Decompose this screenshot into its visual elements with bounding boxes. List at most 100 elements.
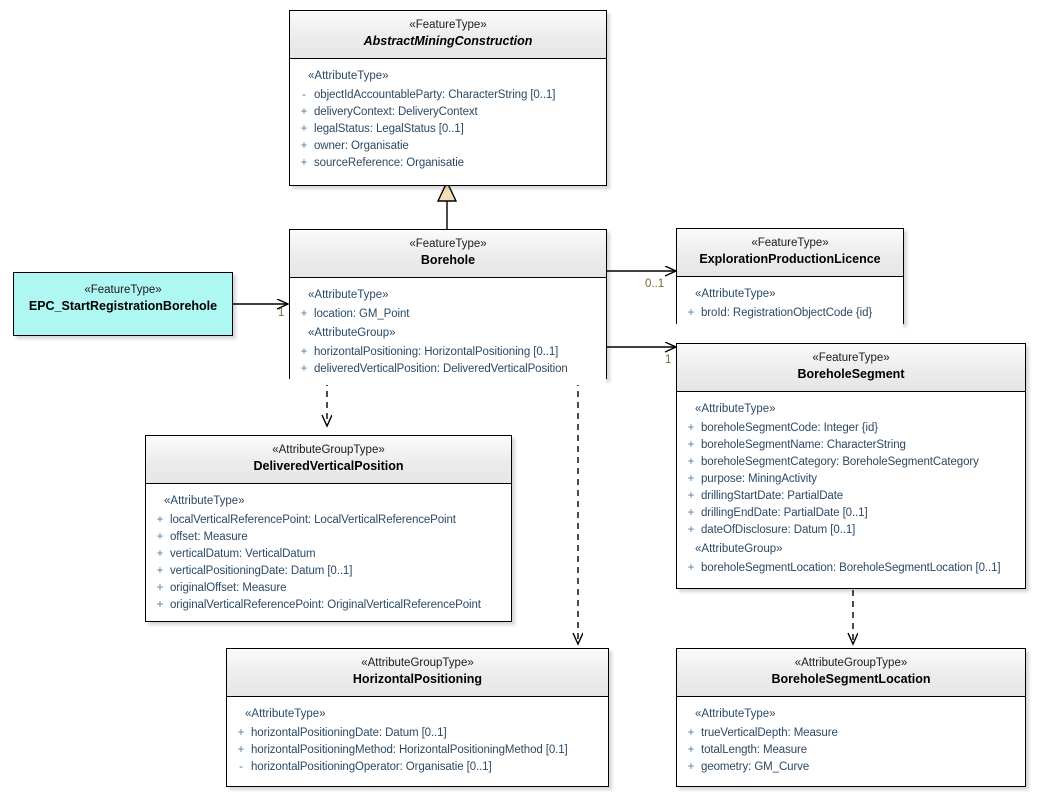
attribute-text: localVerticalReferencePoint: LocalVertic… [170, 514, 456, 526]
attribute-row: + drillingEndDate: PartialDate [0..1] [681, 505, 1021, 522]
attribute-row: + boreholeSegmentCategory: BoreholeSegme… [681, 454, 1021, 471]
class-abstractminingconstruction[interactable]: «FeatureType» AbstractMiningConstruction… [289, 10, 607, 186]
visibility-marker: + [300, 106, 308, 118]
class-stereotype: «FeatureType» [812, 352, 890, 364]
class-borehole[interactable]: «FeatureType» Borehole «AttributeType» +… [289, 229, 607, 385]
attribute-text: legalStatus: LegalStatus [0..1] [314, 123, 464, 135]
attribute-row: + boreholeSegmentName: CharacterString [681, 437, 1021, 454]
attribute-row: + totalLength: Measure [681, 742, 1021, 759]
attribute-text: totalLength: Measure [701, 744, 808, 756]
class-epc-startregistrationborehole[interactable]: «FeatureType» EPC_StartRegistrationBoreh… [13, 272, 233, 336]
class-stereotype: «AttributeGroupType» [272, 444, 385, 456]
class-stereotype: «FeatureType» [409, 19, 487, 31]
class-header-borehole: «FeatureType» Borehole [290, 230, 606, 278]
class-stereotype: «FeatureType» [84, 284, 162, 296]
attribute-text: horizontalPositioningMethod: HorizontalP… [251, 744, 568, 756]
attribute-row: + offset: Measure [150, 529, 507, 546]
attribute-text: verticalDatum: VerticalDatum [170, 548, 316, 560]
attribute-row: + owner: Organisatie [294, 138, 602, 155]
attribute-text: originalOffset: Measure [170, 582, 287, 594]
attribute-group-stereotype: «AttributeType» [245, 708, 326, 720]
attribute-group-stereotype: «AttributeType» [164, 495, 245, 507]
class-header-explorationproductionlicence: «FeatureType» ExplorationProductionLicen… [677, 229, 903, 277]
visibility-marker: - [239, 761, 243, 773]
visibility-marker: + [687, 507, 695, 519]
attribute-row: + location: GM_Point [294, 306, 602, 323]
attribute-row: + horizontalPositioningMethod: Horizonta… [231, 742, 604, 759]
visibility-marker: + [300, 346, 308, 358]
attribute-row: + geometry: GM_Curve [681, 759, 1021, 776]
attribute-row: + horizontalPositioning: HorizontalPosit… [294, 344, 602, 361]
attribute-text: boreholeSegmentCode: Integer {id} [701, 422, 878, 434]
class-stereotype: «AttributeGroupType» [361, 657, 474, 669]
class-header-epc-startregistrationborehole: «FeatureType» EPC_StartRegistrationBoreh… [14, 273, 232, 325]
attribute-row: + purpose: MiningActivity [681, 471, 1021, 488]
attribute-group-stereotype: «AttributeGroup» [308, 327, 396, 339]
attribute-text: drillingStartDate: PartialDate [701, 490, 844, 502]
attribute-row: + boreholeSegmentCode: Integer {id} [681, 420, 1021, 437]
visibility-marker: + [687, 473, 695, 485]
attribute-row: + broId: RegistrationObjectCode {id} [681, 305, 899, 322]
class-name: DeliveredVerticalPosition [253, 459, 404, 473]
attribute-text: owner: Organisatie [314, 140, 409, 152]
visibility-marker: + [237, 727, 245, 739]
class-name: EPC_StartRegistrationBorehole [28, 299, 218, 313]
visibility-marker: + [156, 531, 164, 543]
visibility-marker: + [687, 727, 695, 739]
class-stereotype: «FeatureType» [751, 237, 829, 249]
attribute-group-stereotype: «AttributeType» [695, 288, 776, 300]
attribute-row: + deliveryContext: DeliveryContext [294, 104, 602, 121]
visibility-marker: + [687, 524, 695, 536]
attribute-row: + horizontalPositioningDate: Datum [0..1… [231, 725, 604, 742]
class-boreholesegmentlocation[interactable]: «AttributeGroupType» BoreholeSegmentLoca… [676, 648, 1026, 787]
attribute-text: trueVerticalDepth: Measure [701, 727, 838, 739]
attribute-row: - objectIdAccountableParty: CharacterStr… [294, 87, 602, 104]
attribute-text: location: GM_Point [314, 308, 410, 320]
class-deliveredverticalposition[interactable]: «AttributeGroupType» DeliveredVerticalPo… [145, 435, 512, 622]
visibility-marker: + [156, 548, 164, 560]
attribute-row: + originalVerticalReferencePoint: Origin… [150, 597, 507, 614]
class-body-boreholesegment: «AttributeType» + boreholeSegmentCode: I… [677, 392, 1025, 584]
attribute-row: + verticalDatum: VerticalDatum [150, 546, 507, 563]
attribute-text: originalVerticalReferencePoint: Original… [170, 599, 481, 611]
attribute-group-stereotype: «AttributeType» [308, 70, 389, 82]
class-body-abstractminingconstruction: «AttributeType» - objectIdAccountablePar… [290, 59, 606, 179]
class-name: BoreholeSegmentLocation [771, 672, 931, 686]
class-body-explorationproductionlicence: «AttributeType» + broId: RegistrationObj… [677, 277, 903, 329]
attribute-row: + verticalPositioningDate: Datum [0..1] [150, 563, 507, 580]
attribute-text: verticalPositioningDate: Datum [0..1] [170, 565, 353, 577]
visibility-marker: + [156, 599, 164, 611]
attribute-row: + boreholeSegmentLocation: BoreholeSegme… [681, 560, 1021, 577]
class-boreholesegment[interactable]: «FeatureType» BoreholeSegment «Attribute… [676, 343, 1026, 589]
class-header-abstractminingconstruction: «FeatureType» AbstractMiningConstruction [290, 11, 606, 59]
attribute-row: + legalStatus: LegalStatus [0..1] [294, 121, 602, 138]
attribute-text: boreholeSegmentName: CharacterString [701, 439, 906, 451]
attribute-row: + deliveredVerticalPosition: DeliveredVe… [294, 361, 602, 378]
class-name: Borehole [420, 253, 476, 267]
attribute-group-stereotype: «AttributeType» [695, 708, 776, 720]
class-stereotype: «FeatureType» [409, 238, 487, 250]
class-body-horizontalpositioning: «AttributeType» + horizontalPositioningD… [227, 697, 608, 783]
visibility-marker: + [300, 140, 308, 152]
visibility-marker: + [156, 565, 164, 577]
attribute-text: broId: RegistrationObjectCode {id} [701, 307, 873, 319]
attribute-row: + drillingStartDate: PartialDate [681, 488, 1021, 505]
visibility-marker: + [687, 439, 695, 451]
class-name: ExplorationProductionLicence [699, 252, 881, 266]
visibility-marker: + [687, 744, 695, 756]
visibility-marker: + [687, 307, 695, 319]
class-horizontalpositioning[interactable]: «AttributeGroupType» HorizontalPositioni… [226, 648, 609, 787]
attribute-row: + dateOfDisclosure: Datum [0..1] [681, 522, 1021, 539]
multiplicity-epc-to-borehole: 1 [278, 307, 285, 319]
class-body-boreholesegmentlocation: «AttributeType» + trueVerticalDepth: Mea… [677, 697, 1025, 783]
class-explorationproductionlicence[interactable]: «FeatureType» ExplorationProductionLicen… [676, 228, 904, 329]
multiplicity-borehole-to-licence: 0..1 [645, 278, 665, 290]
attribute-row: + localVerticalReferencePoint: LocalVert… [150, 512, 507, 529]
attribute-text: objectIdAccountableParty: CharacterStrin… [314, 89, 556, 101]
attribute-text: horizontalPositioning: HorizontalPositio… [314, 346, 559, 358]
visibility-marker: + [687, 761, 695, 773]
class-name: BoreholeSegment [797, 367, 905, 381]
attribute-text: deliveryContext: DeliveryContext [314, 106, 478, 118]
visibility-marker: + [687, 456, 695, 468]
